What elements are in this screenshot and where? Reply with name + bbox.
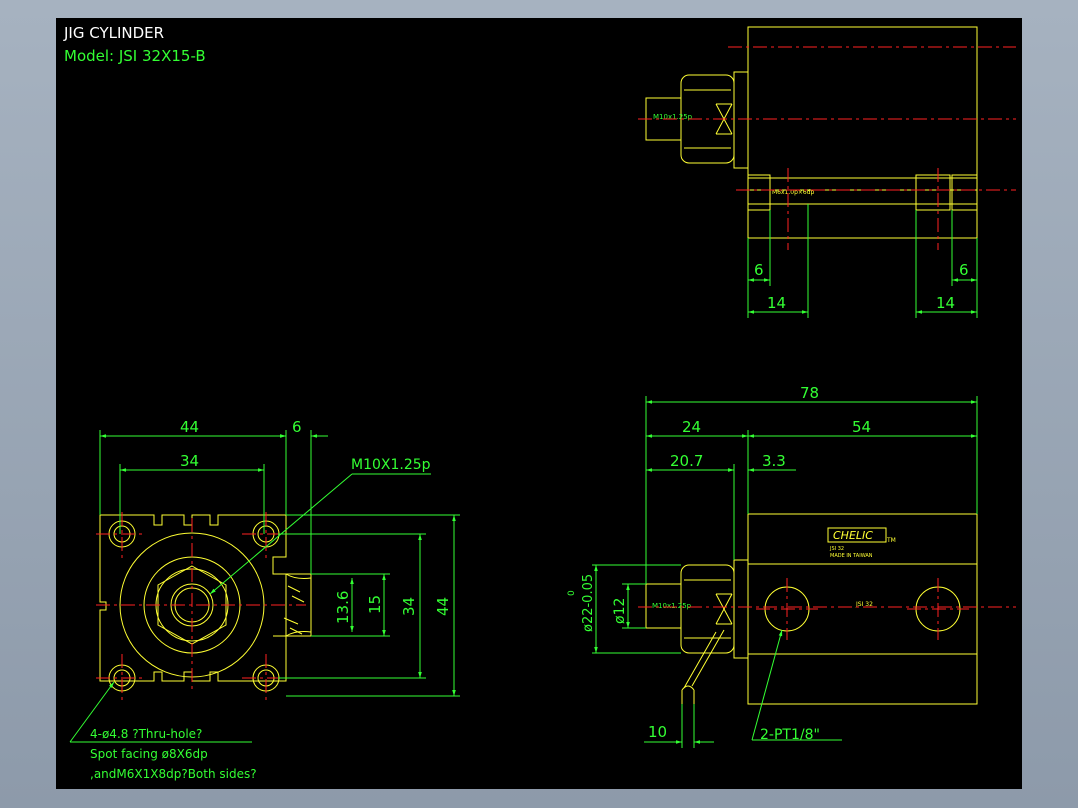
side-dim-54: 54 [852,418,871,436]
side-rod [645,583,682,629]
front-dim-34: 34 [180,452,199,470]
front-thread-label: M10X1.25p [351,457,431,473]
front-dim-44: 44 [180,418,199,436]
front-dim-13-6: 13.6 [334,591,352,624]
side-dim-10: 10 [648,723,667,741]
side-brand-suffix: TM [886,537,896,544]
front-note-line1: 4-ø4.8 ?Thru-hole? [90,727,202,741]
side-dim-phi12: ø12 [612,598,628,624]
drawing-title: JIG CYLINDER [63,24,164,42]
front-view: 44 6 34 M10X1.25p 13.6 15 34 44 4-ø4.8 ?… [69,418,460,781]
side-tol-upper: 0 [567,590,577,596]
front-note-line2: Spot facing ø8X6dp [90,747,208,761]
cad-drawing: JIG CYLINDER Model: JSI 32X15-B M10x1.25… [63,24,1016,781]
front-dim-34-v: 34 [400,597,418,616]
front-corner-holes [108,520,280,692]
side-port-note: 2-PT1/8" [760,727,820,743]
side-dim-78: 78 [800,384,819,402]
front-dim-44-v: 44 [434,597,452,616]
side-brand: CHELIC [833,529,873,542]
top-dim-right-14: 14 [936,294,955,312]
front-dim-15: 15 [366,595,384,614]
side-name-plate: CHELIC TM JSI 32 MADE IN TAIWAN [827,527,896,559]
side-plate-line2: MADE IN TAIWAN [830,553,873,559]
side-dim-phi22: ø22-0.05 [581,574,596,632]
top-dim-left-6: 6 [754,261,764,279]
top-dim-left-14: 14 [767,294,786,312]
top-bolt-label: M6x1.0p×6dp [772,189,815,196]
top-body-outline [747,26,978,239]
side-plate-line1: JSI 32 [829,546,844,552]
side-dim-24: 24 [682,418,701,436]
top-port-label: M10x1.25p [653,113,693,121]
side-rod-label: M10x1.25p [652,602,692,610]
top-view: M10x1.25p M6x1.0p×6dp 6 6 14 14 [638,26,1016,318]
side-dim-3-3: 3.3 [762,452,786,470]
side-model-small: JSI 32 [855,601,873,608]
cad-drawing-canvas[interactable]: JIG CYLINDER Model: JSI 32X15-B M10x1.25… [56,18,1022,789]
front-dim-6: 6 [292,418,302,436]
drawing-model: Model: JSI 32X15-B [64,47,206,65]
top-dim-right-6: 6 [959,261,969,279]
side-dim-20-7: 20.7 [670,452,703,470]
front-note-line3: ,andM6X1X8dp?Both sides? [90,767,257,781]
side-view: M10x1.25p JSI 32 CHELIC TM JSI 32 MADE I… [567,384,1016,748]
front-body-outline [99,514,287,682]
